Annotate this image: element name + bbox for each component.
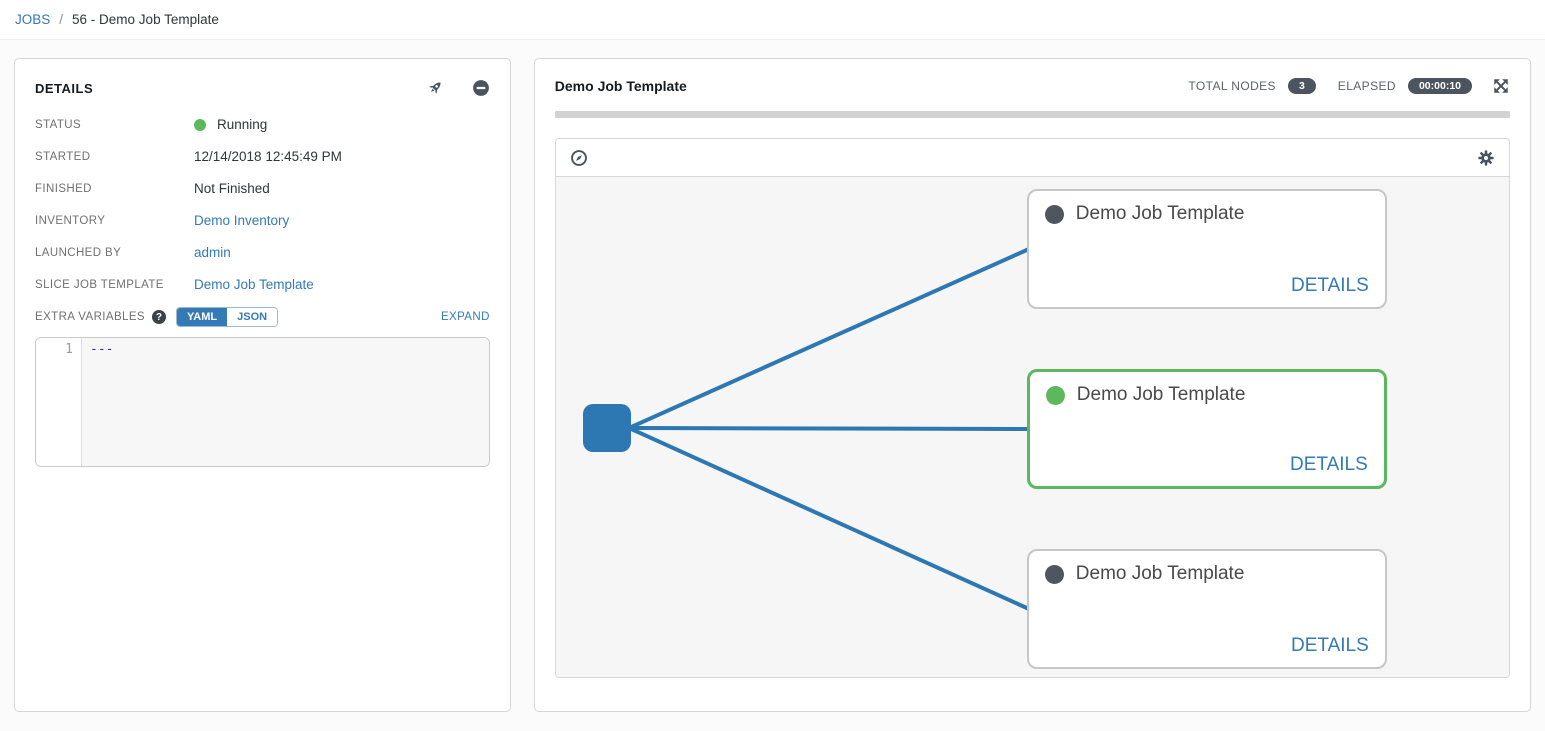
node-details-link[interactable]: DETAILS	[1290, 454, 1368, 475]
details-header: DETAILS	[35, 79, 490, 97]
details-panel-title: DETAILS	[35, 80, 94, 96]
node-status-dot	[1045, 385, 1065, 405]
gear-icon[interactable]	[1477, 149, 1495, 167]
breadcrumb: JOBS / 56 - Demo Job Template	[0, 0, 1545, 40]
graph-toolbar	[555, 139, 1509, 177]
help-question-circle-icon[interactable]: ?	[151, 310, 166, 324]
json-toggle-button[interactable]: JSON	[227, 308, 278, 326]
breadcrumb-separator: /	[59, 12, 64, 27]
details-panel: DETAILS	[14, 58, 511, 712]
inventory-label: INVENTORY	[35, 214, 106, 227]
workflow-start-node	[582, 404, 631, 452]
page-content: DETAILS	[0, 40, 1545, 712]
status-running-dot	[194, 118, 206, 131]
inventory-link[interactable]: Demo Inventory	[194, 213, 290, 228]
status-value: Running	[217, 117, 268, 132]
launched-by-label: LAUNCHED BY	[35, 246, 122, 259]
total-nodes-label: TOTAL NODES	[1188, 79, 1276, 93]
node-details-link[interactable]: DETAILS	[1291, 635, 1369, 656]
node-status-dot	[1044, 204, 1064, 224]
workflow-progress-bar	[554, 111, 1510, 118]
workflow-panel: Demo Job Template TOTAL NODES 3 ELAPSED …	[533, 58, 1531, 712]
node-name: Demo Job Template	[1075, 563, 1245, 584]
status-label: STATUS	[35, 118, 82, 131]
extra-variables-row: EXTRA VARIABLES ? YAML JSON EXPAND	[35, 307, 490, 327]
node-status-dot	[1044, 564, 1064, 584]
expand-arrows-icon[interactable]	[1492, 77, 1510, 95]
started-label: STARTED	[35, 150, 91, 163]
breadcrumb-current: 56 - Demo Job Template	[72, 12, 219, 27]
started-row: STARTED 12/14/2018 12:45:49 PM	[35, 147, 490, 166]
workflow-graph: Demo Job Template DETAILS Demo Job Templ…	[554, 138, 1510, 678]
compass-icon[interactable]	[570, 149, 588, 167]
extra-variables-label: EXTRA VARIABLES	[35, 311, 145, 323]
elapsed-badge: 00:00:10	[1407, 78, 1472, 94]
node-name: Demo Job Template	[1075, 203, 1245, 224]
workflow-node-card[interactable]: Demo Job Template DETAILS	[1026, 189, 1387, 309]
slice-job-template-label: SLICE JOB TEMPLATE	[35, 278, 164, 291]
workflow-header: Demo Job Template TOTAL NODES 3 ELAPSED …	[555, 77, 1510, 95]
relaunch-rocket-icon[interactable]	[426, 79, 444, 97]
editor-line-number: 1	[36, 338, 82, 466]
graph-canvas: Demo Job Template DETAILS Demo Job Templ…	[555, 177, 1509, 677]
finished-label: FINISHED	[35, 182, 92, 195]
details-actions	[426, 79, 490, 97]
yaml-toggle-button[interactable]: YAML	[176, 308, 228, 326]
yaml-json-toggle: YAML JSON	[175, 307, 279, 327]
editor-content[interactable]: ---	[82, 338, 489, 466]
workflow-node-card[interactable]: Demo Job Template DETAILS	[1026, 549, 1387, 669]
extra-variables-editor[interactable]: 1 ---	[35, 337, 490, 467]
breadcrumb-jobs-link[interactable]: JOBS	[15, 12, 51, 27]
cancel-minus-circle-icon[interactable]	[472, 79, 490, 97]
expand-link[interactable]: EXPAND	[440, 311, 490, 323]
finished-value: Not Finished	[194, 181, 270, 196]
elapsed-label: ELAPSED	[1337, 79, 1396, 93]
inventory-row: INVENTORY Demo Inventory	[35, 211, 490, 230]
workflow-node-card[interactable]: Demo Job Template DETAILS	[1026, 369, 1387, 489]
workflow-title: Demo Job Template	[554, 78, 687, 94]
slice-job-template-row: SLICE JOB TEMPLATE Demo Job Template	[35, 275, 490, 294]
slice-job-template-link[interactable]: Demo Job Template	[194, 277, 314, 292]
launched-by-row: LAUNCHED BY admin	[35, 243, 490, 262]
finished-row: FINISHED Not Finished	[35, 179, 490, 198]
started-value: 12/14/2018 12:45:49 PM	[194, 149, 342, 164]
launched-by-link[interactable]: admin	[194, 245, 231, 260]
workflow-links	[627, 247, 1030, 611]
node-name: Demo Job Template	[1076, 384, 1246, 405]
total-nodes-badge: 3	[1287, 78, 1316, 94]
status-row: STATUS Running	[35, 115, 490, 134]
workflow-meta: TOTAL NODES 3 ELAPSED 00:00:10	[1188, 77, 1510, 95]
node-details-link[interactable]: DETAILS	[1291, 275, 1369, 296]
